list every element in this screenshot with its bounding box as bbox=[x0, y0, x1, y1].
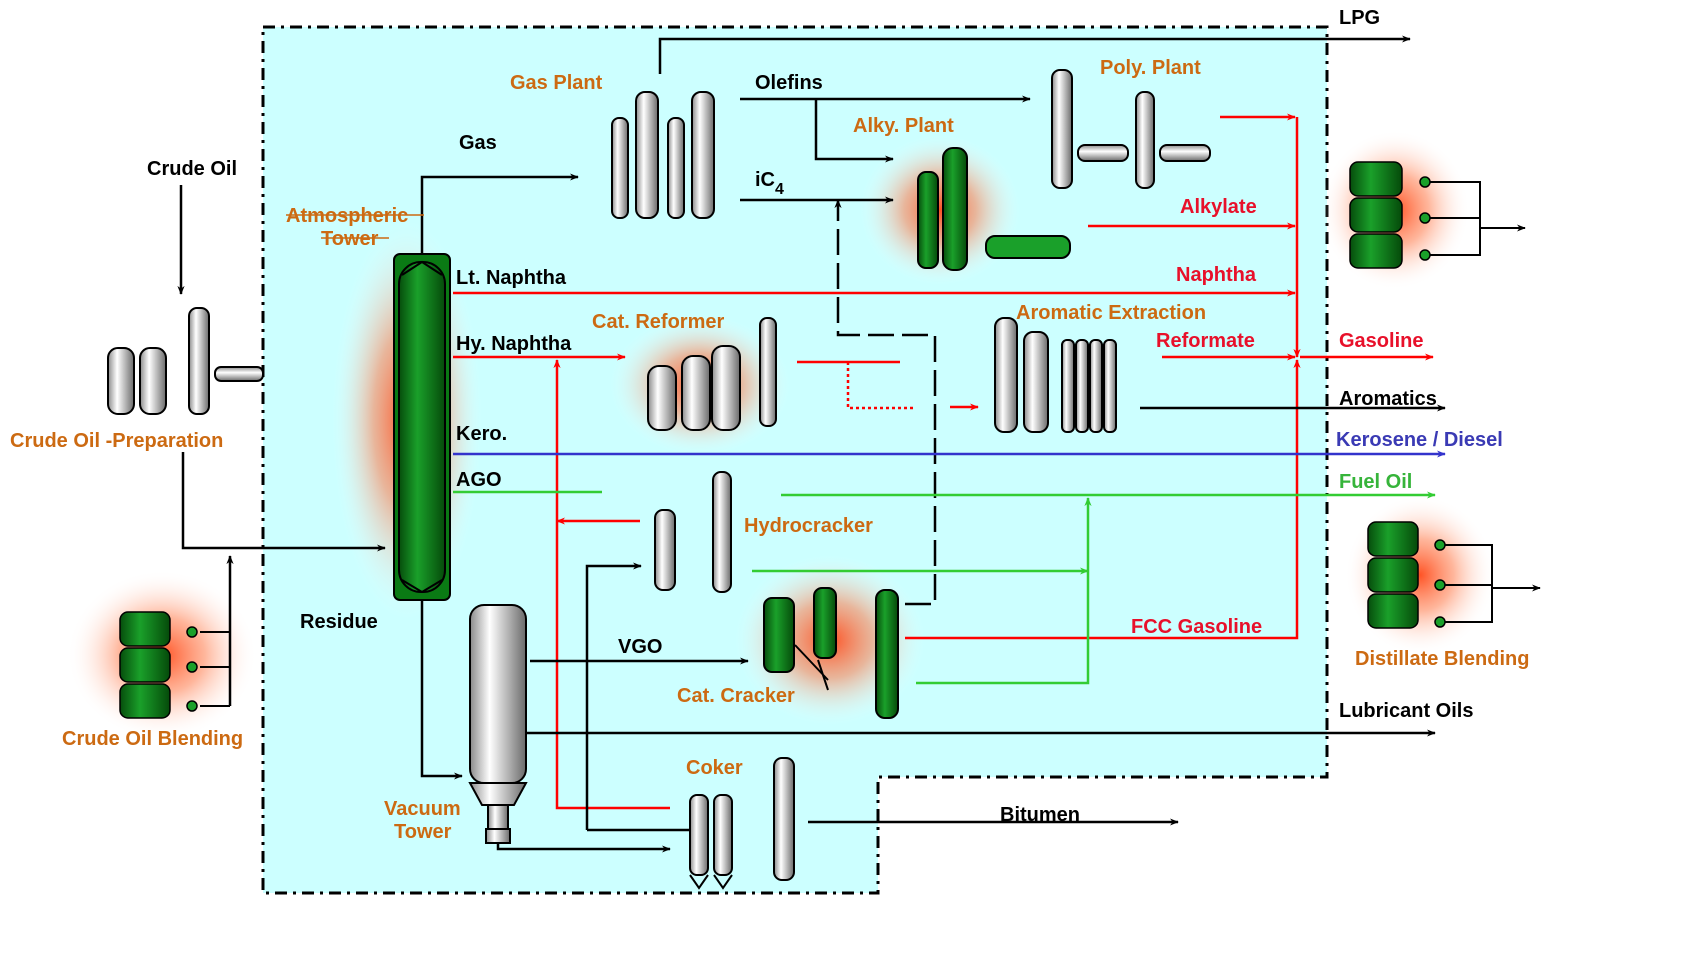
residue-line bbox=[420, 600, 463, 780]
gasoline-blend-tanks bbox=[1349, 161, 1431, 269]
lpg-line bbox=[658, 35, 1411, 74]
bitumen-label: Bitumen bbox=[1000, 804, 1080, 826]
prep-to-tower-line bbox=[181, 452, 386, 552]
cat-reformer-label: Cat. Reformer bbox=[592, 311, 724, 333]
fcc-lco-line bbox=[916, 497, 1092, 685]
crude-blend-outputs bbox=[200, 631, 230, 707]
lubricant-oils-label: Lubricant Oils bbox=[1339, 700, 1473, 722]
ic4-label: iC4 bbox=[755, 169, 784, 198]
poly-plant-label: Poly. Plant bbox=[1100, 57, 1201, 79]
olefins-label: Olefins bbox=[755, 72, 823, 94]
poly-plant-vessels bbox=[1051, 69, 1211, 189]
fuel-oil-label: Fuel Oil bbox=[1339, 471, 1412, 493]
hy-naphtha-label: Hy. Naphtha bbox=[456, 333, 572, 355]
crude-prep-vessels bbox=[107, 307, 264, 415]
fcc-gasoline-line bbox=[905, 359, 1301, 640]
naphtha-label: Naphtha bbox=[1176, 264, 1257, 286]
aromatic-extraction-label: Aromatic Extraction bbox=[1016, 302, 1206, 324]
cat-cracker-vessels bbox=[763, 587, 899, 719]
distillate-blending-label: Distillate Blending bbox=[1355, 648, 1529, 670]
hydrocracker-vessels bbox=[654, 471, 732, 593]
vac-tower-label-2: Tower bbox=[394, 821, 452, 843]
coker-label: Coker bbox=[686, 757, 743, 779]
olefins-to-alky-line bbox=[814, 99, 894, 163]
vac-residue-to-coker-line bbox=[496, 843, 671, 853]
crude-prep-label: Crude Oil -Preparation bbox=[10, 430, 223, 452]
gas-label: Gas bbox=[459, 132, 497, 154]
hydrocracker-label: Hydrocracker bbox=[744, 515, 873, 537]
cat-reformer-vessels bbox=[647, 317, 777, 431]
gas-line bbox=[420, 173, 579, 255]
crude-blend-tanks bbox=[119, 611, 198, 719]
atm-tower-label-2: Tower bbox=[321, 228, 379, 250]
ago-label: AGO bbox=[456, 469, 502, 491]
residue-label: Residue bbox=[300, 611, 378, 633]
fcc-gasoline-label: FCC Gasoline bbox=[1131, 616, 1262, 638]
gas-plant-vessels bbox=[611, 91, 715, 219]
gas-plant-label: Gas Plant bbox=[510, 72, 603, 94]
gasoline-blend-outputs bbox=[1430, 181, 1526, 256]
fcc-gas-to-alky-line bbox=[834, 199, 937, 606]
distillate-blend-outputs bbox=[1445, 544, 1541, 623]
vgo-label: VGO bbox=[618, 636, 662, 658]
lt-naphtha-label: Lt. Naphtha bbox=[456, 267, 567, 289]
lpg-label: LPG bbox=[1339, 7, 1380, 29]
vac-tower-label-1: Vacuum bbox=[384, 798, 461, 820]
reformate-label: Reformate bbox=[1156, 330, 1255, 352]
vacuum-tower bbox=[468, 604, 528, 844]
reformate-dotted-line bbox=[846, 362, 915, 410]
coker-vessels bbox=[689, 757, 795, 890]
ic4-subscript: 4 bbox=[775, 181, 784, 198]
vgo-to-hydrocracker-line bbox=[585, 562, 642, 830]
coker-naphtha-recycle-line bbox=[553, 359, 670, 810]
cat-cracker-label: Cat. Cracker bbox=[677, 685, 795, 707]
atm-tower-label-1: Atmospheric bbox=[286, 205, 408, 227]
aromatic-extraction-vessels bbox=[994, 317, 1117, 433]
atmospheric-tower bbox=[393, 253, 451, 601]
aromatics-label: Aromatics bbox=[1339, 388, 1437, 410]
alkylate-label: Alkylate bbox=[1180, 196, 1257, 218]
distillate-blend-tanks bbox=[1367, 521, 1446, 629]
alky-plant-label: Alky. Plant bbox=[853, 115, 954, 137]
kero-label: Kero. bbox=[456, 423, 507, 445]
ic4-base: iC bbox=[755, 169, 775, 191]
kerosene-diesel-label: Kerosene / Diesel bbox=[1336, 429, 1503, 451]
crude-blend-label: Crude Oil Blending bbox=[62, 728, 243, 750]
gasoline-label: Gasoline bbox=[1339, 330, 1423, 352]
alky-plant-vessels bbox=[917, 147, 1071, 271]
crude-oil-label: Crude Oil bbox=[147, 158, 237, 180]
